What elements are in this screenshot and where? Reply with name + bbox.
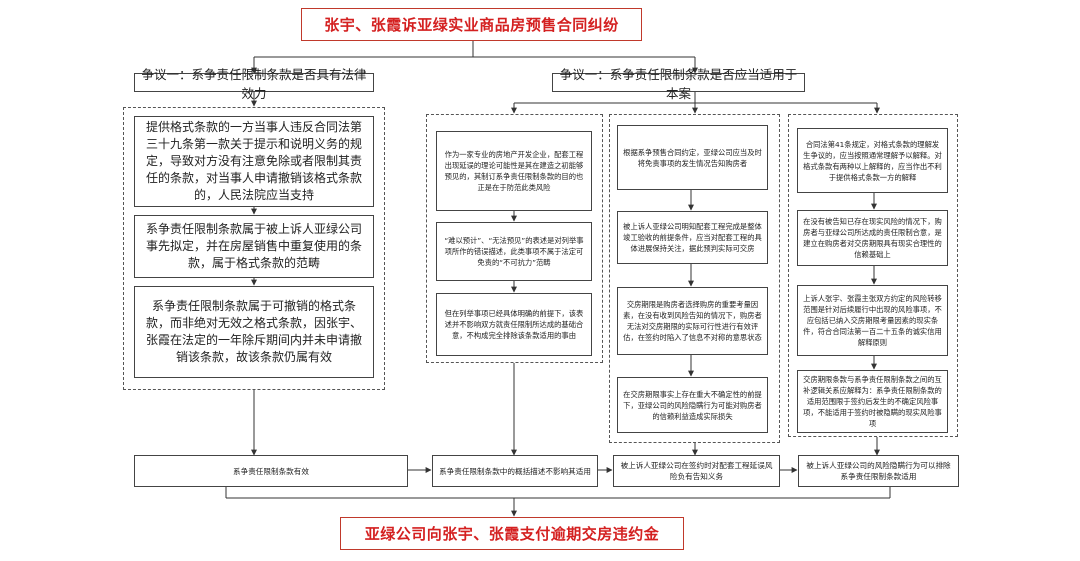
col3-argument-box: 被上诉人亚绿公司明知配套工程完成是整体竣工验收的前提条件，应当对配套工程的具体进… bbox=[617, 211, 768, 264]
left-argument-box: 提供格式条款的一方当事人违反合同法第三十九条第一款关于提示和说明义务的规定，导致… bbox=[134, 116, 374, 207]
col2-argument-box: 作为一家专业的房地产开发企业，配套工程出现延误的理论可能性是其在建造之初能够预见… bbox=[436, 131, 592, 211]
col2-argument-group bbox=[426, 114, 603, 363]
col4-argument-box: 交房期限条款与系争责任限制条款之间的互补逻辑关系应解释为：系争责任限制条款的适用… bbox=[797, 370, 948, 433]
col4-argument-box: 上诉人张宇、张霞主张双方约定的风险转移范围是针对后续履行中出现的风险事项，不应包… bbox=[797, 285, 948, 356]
col3-argument-box: 根据系争预售合同约定，亚绿公司应当及时将免责事项的发生情况告知购房者 bbox=[617, 125, 768, 190]
conclusion-box: 系争责任限制条款有效 bbox=[134, 455, 408, 487]
left-argument-box: 系争责任限制条款属于被上诉人亚绿公司事先拟定，并在房屋销售中重复使用的条款，属于… bbox=[134, 215, 374, 278]
left-argument-group bbox=[123, 107, 385, 390]
col2-argument-box: 但在列举事项已经具体明确的前提下，该表述并不影响双方就责任限制所达成的基础合意，… bbox=[436, 293, 592, 356]
case-title-top: 张宇、张霞诉亚绿实业商品房预售合同纠纷 bbox=[301, 8, 642, 41]
left-argument-box: 系争责任限制条款属于可撤销的格式条款，而非绝对无效之格式条款，因张宇、张霞在法定… bbox=[134, 286, 374, 378]
col4-argument-box: 合同法第41条规定，对格式条款的理解发生争议的，应当按照通常理解予以解释。对格式… bbox=[797, 128, 948, 193]
col2-argument-box: “难以预计”、“无法预见”的表述是对列举事项所作的错误描述，此类事项不属于法定可… bbox=[436, 222, 592, 281]
col3-argument-box: 在交房期限事实上存在重大不确定性的前提下，亚绿公司的风险隐瞒行为可能对购房者的信… bbox=[617, 377, 768, 433]
col3-argument-box: 交房期限是购房者选择购房的重要考量因素，在没有收到风险告知的情况下，购房者无法对… bbox=[617, 287, 768, 355]
col4-argument-group bbox=[788, 114, 958, 437]
conclusion-box: 系争责任限制条款中的概括描述不影响其适用 bbox=[432, 455, 598, 487]
dispute-left-header: 争议一：系争责任限制条款是否具有法律效力 bbox=[134, 67, 374, 101]
col3-argument-group bbox=[609, 114, 780, 443]
conclusion-box: 被上诉人亚绿公司的风险隐瞒行为可以排除系争责任限制条款适用 bbox=[798, 455, 959, 487]
dispute-right-header: 争议一：系争责任限制条款是否应当适用于本案 bbox=[552, 67, 805, 101]
case-result-title: 亚绿公司向张宇、张霞支付逾期交房违约金 bbox=[340, 517, 684, 550]
conclusion-box: 被上诉人亚绿公司在签约时对配套工程延误风险负有告知义务 bbox=[613, 455, 780, 487]
col4-argument-box: 在没有被告知已存在现实风险的情况下，购房者与亚绿公司所达成的责任限制合意，是建立… bbox=[797, 210, 948, 266]
